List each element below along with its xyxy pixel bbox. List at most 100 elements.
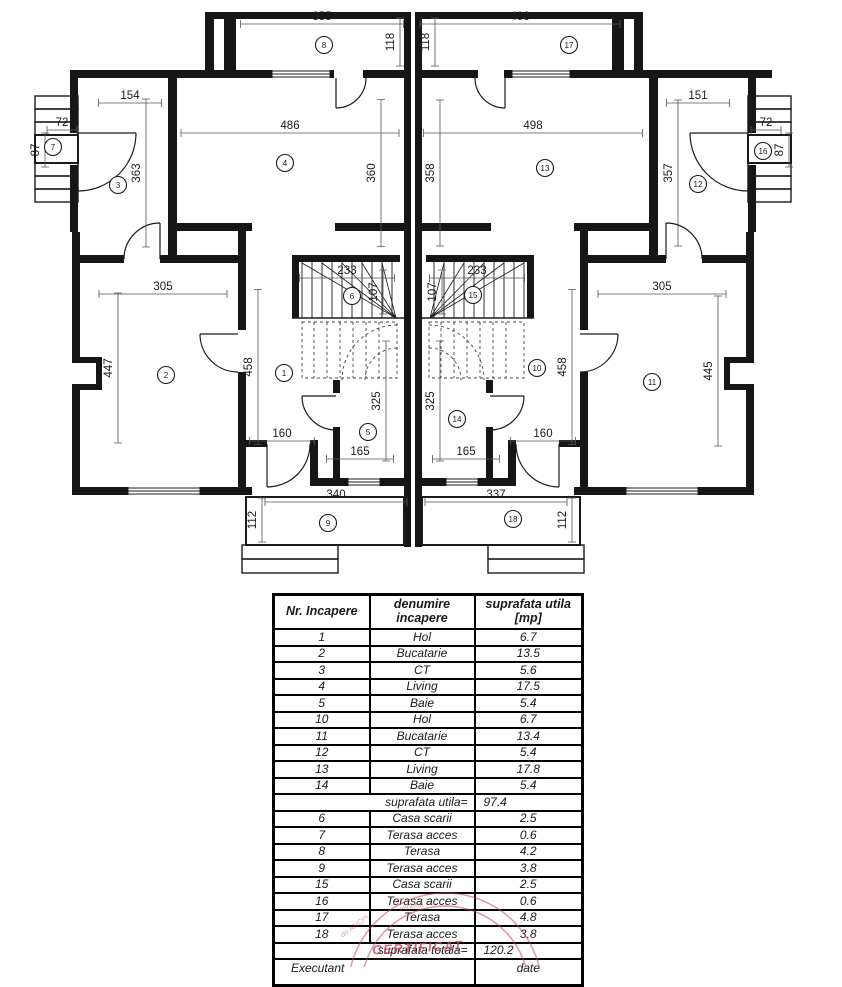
table-row: suprafata totala=120.2 [272, 941, 584, 960]
dimension-label: 340 [326, 489, 345, 501]
table-cell: 4.8 [473, 908, 584, 927]
table-cell: Casa scarii [368, 809, 476, 828]
window [347, 478, 381, 486]
svg-text:6: 6 [350, 292, 355, 301]
room-number-marker: 10 [527, 358, 547, 378]
svg-text:3: 3 [116, 181, 121, 190]
table-header-cell: suprafata utila[mp] [473, 593, 584, 630]
window [625, 487, 699, 495]
table-cell: 5.4 [473, 694, 584, 713]
dimension-label: 325 [371, 391, 383, 410]
room-number-marker: 11 [642, 372, 662, 392]
window [127, 487, 201, 495]
dimension-label: 498 [523, 120, 542, 132]
table-cell: Hol [368, 710, 476, 729]
door [199, 333, 239, 373]
table-cell: Baie [368, 776, 476, 795]
svg-text:5: 5 [366, 428, 371, 437]
dimension-label: 160 [533, 428, 552, 440]
dimension-label: 72 [56, 117, 69, 129]
table-cell: Terasa acces [368, 859, 476, 878]
table-cell: 8 [272, 842, 371, 861]
walls [70, 12, 772, 547]
table-cell: Terasa [368, 908, 476, 927]
dimension-label: 87 [774, 144, 786, 157]
dimension-label: 458 [557, 357, 569, 376]
room-number-marker: 17 [559, 35, 579, 55]
table-cell: 4.2 [473, 842, 584, 861]
table-cell: 3.8 [473, 925, 584, 944]
door [335, 77, 367, 109]
dimension-label: 87 [30, 144, 42, 157]
door [123, 222, 161, 260]
table-cell: 0.6 [473, 826, 584, 845]
table-cell: Bucatarie [368, 727, 476, 746]
svg-text:14: 14 [453, 415, 462, 424]
svg-text:16: 16 [759, 147, 768, 156]
svg-text:11: 11 [648, 378, 657, 387]
table-cell: 12 [272, 743, 371, 762]
table-cell: Casa scarii [368, 875, 476, 894]
doors [77, 77, 749, 488]
svg-text:4: 4 [283, 159, 288, 168]
table-cell: Terasa acces [368, 892, 476, 911]
dimension-label: 165 [350, 446, 369, 458]
dimension-label: 165 [456, 446, 475, 458]
room-number-marker: 7 [43, 137, 63, 157]
table-cell: 6.7 [473, 710, 584, 729]
table-cell: Executant [272, 958, 476, 987]
room-number-marker: 5 [358, 422, 378, 442]
dimension-label: 112 [557, 511, 569, 529]
table-cell: 15 [272, 875, 371, 894]
room-number-marker: 4 [275, 153, 295, 173]
table-cell: 6.7 [473, 628, 584, 647]
table-cell: 17.5 [473, 677, 584, 696]
room-number-marker: 9 [318, 513, 338, 533]
room-number-marker: 1 [274, 363, 294, 383]
table-cell: date [473, 958, 584, 987]
table-cell: 17.8 [473, 760, 584, 779]
table-header-cell: Nr. Incapere [272, 593, 371, 630]
dimension-label: 305 [153, 281, 172, 293]
svg-text:12: 12 [694, 180, 703, 189]
window [271, 70, 331, 78]
dimension-label: 118 [420, 33, 432, 51]
room-number-marker: 14 [447, 409, 467, 429]
svg-text:10: 10 [533, 364, 542, 373]
svg-text:1: 1 [282, 369, 287, 378]
dimension-label: 447 [103, 358, 115, 377]
table-cell: Terasa [368, 842, 476, 861]
dimension-label: 337 [486, 489, 505, 501]
dimension-label: 357 [663, 163, 675, 182]
dimension-label: 355 [312, 11, 331, 23]
svg-text:18: 18 [509, 515, 518, 524]
door [266, 443, 311, 488]
dimension-label: 233 [467, 265, 486, 277]
door [689, 132, 749, 192]
dimension-label: 360 [366, 163, 378, 182]
svg-text:13: 13 [541, 164, 550, 173]
table-cell: CT [368, 661, 476, 680]
table-cell: 3.8 [473, 859, 584, 878]
table-cell: 13.5 [473, 644, 584, 663]
dimension-lines [41, 17, 793, 543]
table-cell: 2.5 [473, 809, 584, 828]
table-cell: 14 [272, 776, 371, 795]
window [445, 478, 479, 486]
table-cell: 10 [272, 710, 371, 729]
bottom-terraces [241, 496, 585, 574]
table-cell: suprafata utila= [272, 793, 476, 812]
table-cell: 16 [272, 892, 371, 911]
dimension-label: 486 [280, 120, 299, 132]
